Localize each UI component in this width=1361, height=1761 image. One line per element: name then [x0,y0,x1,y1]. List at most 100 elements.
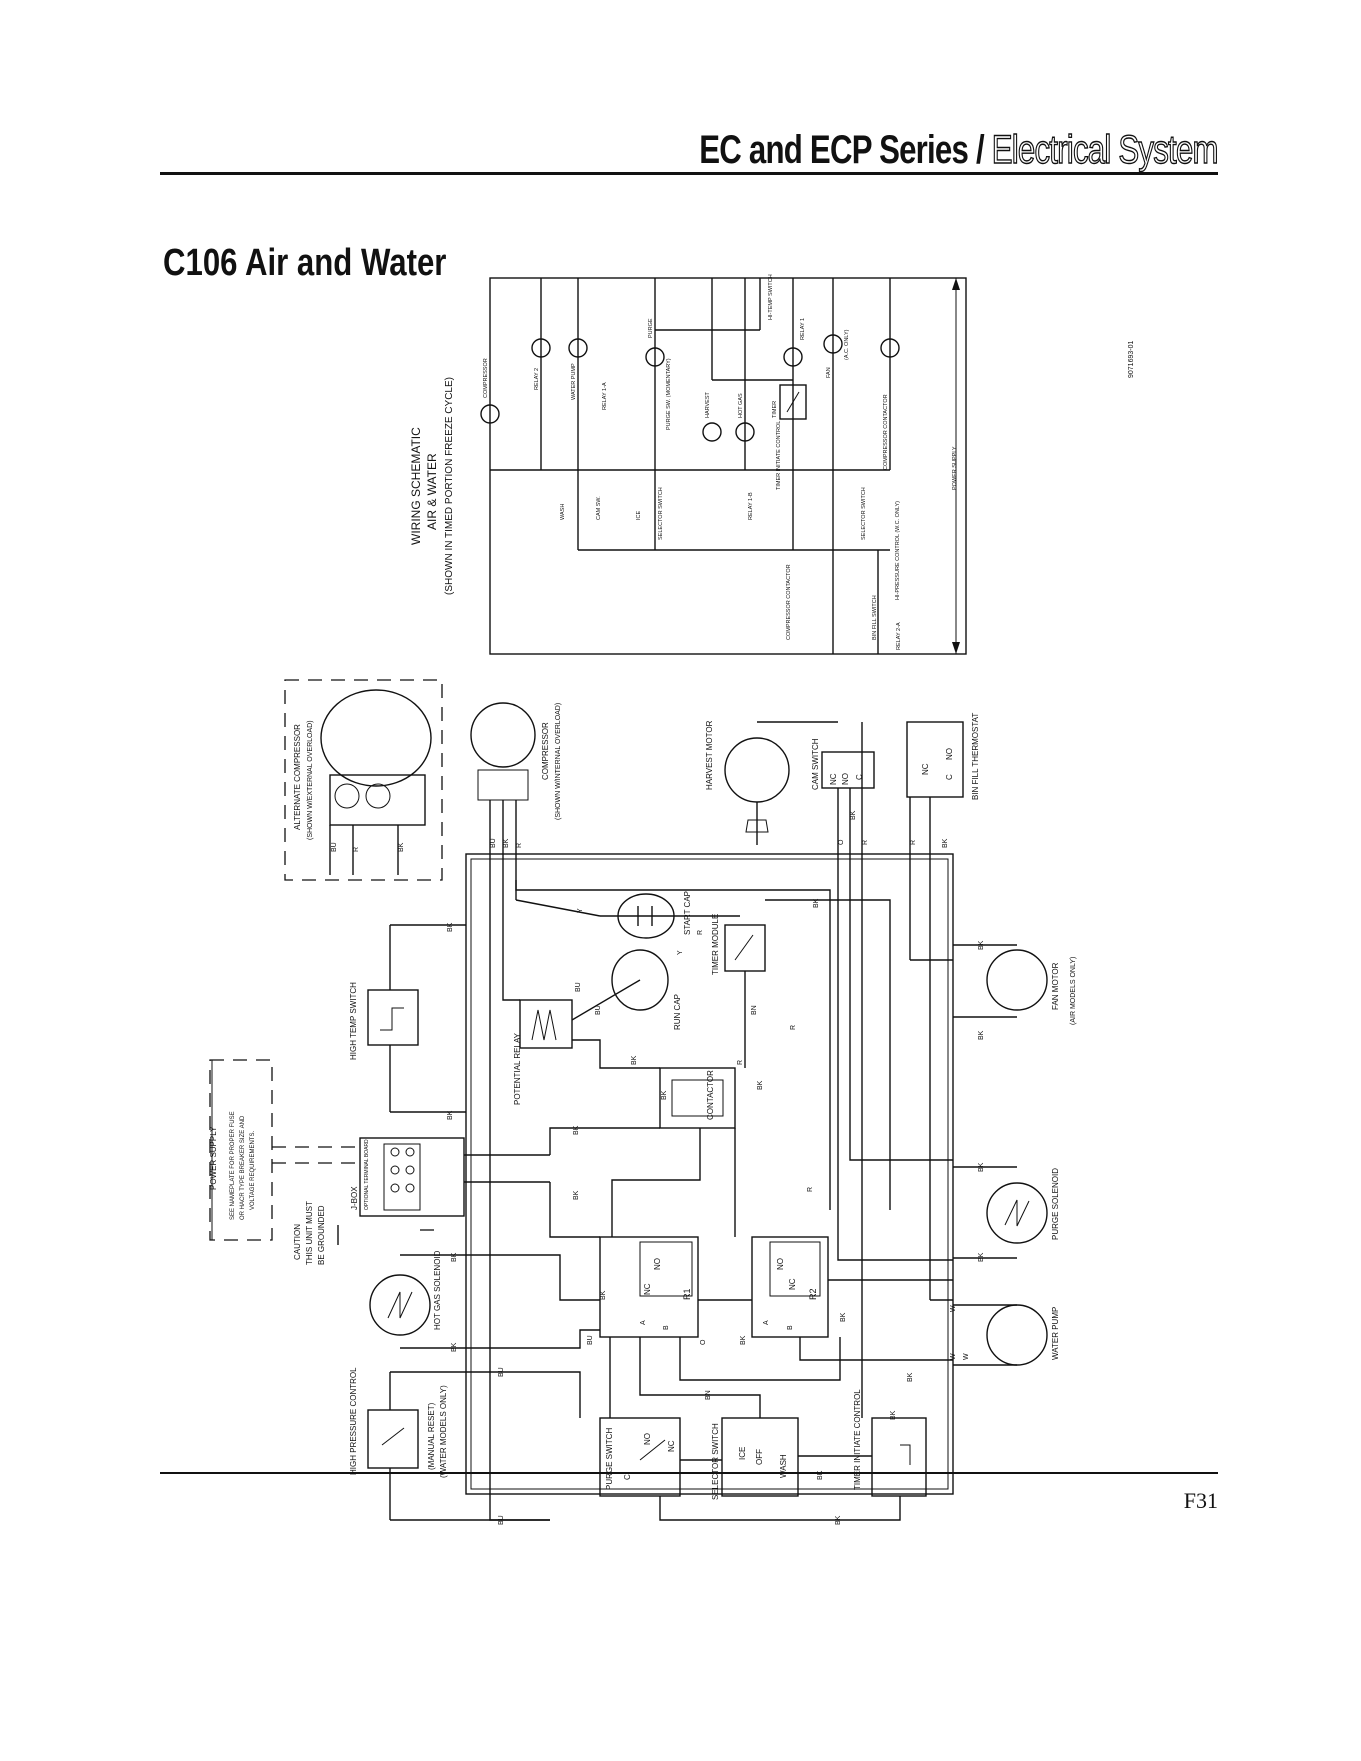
wire [549,1127,660,1155]
cam-switch-nc: NC [829,773,838,785]
wire [849,1000,953,1161]
relay-r1-contacts [639,1241,693,1297]
schematic-label-harvest: HARVEST [705,391,711,418]
wire-tag-bu: BU [587,1335,594,1345]
relay-r1: NO NC R1 A B [599,1236,699,1338]
fan-motor-icon [823,334,843,354]
caution-2: THIS UNIT MUST [305,1201,314,1265]
solenoid-coil-icon [1004,1199,1030,1227]
thermal-switch-icon [380,1007,404,1031]
run-cap-icon [611,949,669,1011]
wire-tag-bn: BN [705,1390,712,1400]
hot-gas-solenoid-icon [735,422,755,442]
caution-1: CAUTION [293,1224,302,1260]
potential-relay-box [519,999,573,1049]
wire-tag-r: R [862,840,869,845]
high-pressure-control-label: HIGH PRESSURE CONTROL [349,1367,358,1475]
relay-r1-a: A [640,1320,647,1325]
schematic-doc-number: 9071693-01 [1128,341,1135,378]
terminal-icon [365,783,391,809]
relay-r2-a: A [763,1320,770,1325]
selector-off: OFF [755,1449,764,1465]
wire-tag-bk: BK [978,1252,985,1262]
schematic-title-3: (SHOWN IN TIMED PORTION FREEZE CYCLE) [444,377,455,595]
control-box-frame [465,853,954,1495]
wire [489,880,550,1521]
cam-switch-box [821,751,875,789]
schematic-frame [489,277,967,655]
switch-contact-icon [639,1439,666,1461]
relay-r2: NO NC R2 A B [751,1236,829,1338]
wire [572,1039,660,1069]
wire [765,899,891,1210]
wire-tag-bk: BK [835,1515,842,1525]
wire-tag-o: O [700,1339,707,1345]
header-separator: / [968,128,992,172]
wire-tag-bk: BK [447,922,454,932]
schematic-label-relay1: RELAY 1 [800,318,806,340]
wire-tag-bk: BK [503,838,510,848]
wire [466,1329,600,1349]
selector-wash: WASH [779,1454,788,1478]
bin-fill-thermostat-box [906,721,964,798]
page-number: F31 [1183,1488,1218,1513]
relay2-coil-icon [531,338,551,358]
terminal-icon [390,1165,400,1175]
hot-gas-solenoid: HOT GAS SOLENOID [369,1250,466,1349]
wire-tag-w: W [950,1305,957,1312]
wire-tag-y: Y [677,950,684,955]
terminal-icon [405,1165,415,1175]
wire [799,1337,953,1361]
terminal-icon [390,1147,400,1157]
schematic-label-relay1a: RELAY 1-A [602,382,608,410]
relay-r2-no: NO [776,1258,785,1270]
high-temp-switch: HIGH TEMP SWITCH [349,924,466,1113]
timer-module-box [724,924,766,972]
schematic-title-2: AIR & WATER [425,453,439,530]
purge-solenoid-label: PURGE SOLENOID [1051,1168,1060,1240]
pressure-switch-icon [381,1427,405,1446]
series-title: EC and ECP Series [699,128,970,172]
nameplate-note-1: SEE NAMEPLATE FOR PROPER FUSE [230,1111,236,1220]
schematic-label-relay1b: RELAY 1-B [748,492,754,520]
power-supply-box [209,1059,273,1241]
purge-switch-c: C [623,1474,632,1480]
selector-ice: ICE [738,1447,747,1460]
purge-switch-nc: NC [667,1440,676,1452]
wire-tag-bk: BK [573,1125,580,1135]
wiring-schematic: WIRING SCHEMATIC AIR & WATER (SHOWN IN T… [409,274,1135,655]
wire [502,880,520,1001]
wire [571,979,641,1021]
compressor-note: (SHOWN W/INTERNAL OVERLOAD) [555,703,562,820]
header-rule [160,172,1218,175]
wire-tag-r: R [353,847,360,852]
relay-r1-box [599,1236,699,1338]
start-cap-label: START CAP [683,891,692,935]
power-supply-label: POWER SUPPLY [209,1126,218,1190]
wire-tag-bk: BK [907,1372,914,1382]
wire-tag-bk: BK [850,810,857,820]
alternate-compressor-box [284,679,443,881]
timer-contact-icon [786,391,800,413]
wiring-pictorial: ALTERNATE COMPRESSOR (SHOWN W/EXTERNAL O… [209,679,1077,1525]
wire-tag-bk: BK [451,1252,458,1262]
footer-rule [160,1472,1218,1474]
schematic-label-hi-pressure: HI-PRESSURE CONTROL (W.C. ONLY) [895,501,901,600]
wire [515,899,601,917]
compressor-label: COMPRESSOR [541,722,550,780]
wire [515,880,831,1210]
compressor-circle-icon [470,702,536,768]
relay-r1-label: R1 [682,1288,692,1300]
fan-motor-label: FAN MOTOR [1051,962,1060,1010]
schematic-title-1: WIRING SCHEMATIC [409,427,423,545]
high-pressure-control-box [367,1409,419,1469]
schematic-label-relay2: RELAY 2 [534,368,540,390]
nameplate-note-3: VOLTAGE REQUIREMENTS. [250,1131,256,1210]
bin-fill-c: C [945,774,954,780]
wire-tag-bk: BK [740,1335,747,1345]
relay-r1-no: NO [653,1258,662,1270]
harvest-motor-icon [702,422,722,442]
relay-r2-nc: NC [788,1278,797,1290]
section-title: Electrical System [991,127,1219,172]
